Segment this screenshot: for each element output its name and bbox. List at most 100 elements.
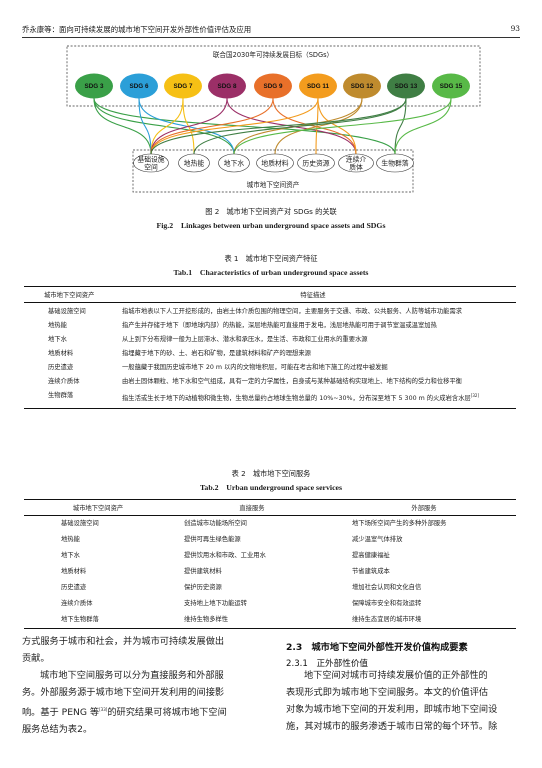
link-curve bbox=[93, 98, 235, 155]
figure-2: 联合国2030年可持续发展目标（SDGs） SDG 3 SDG 6 SDG 7 SDG… bbox=[0, 40, 542, 236]
sdg-node: SDG 11 bbox=[299, 73, 337, 99]
asset-cell: 基础设施空间 bbox=[61, 520, 99, 527]
text-line: 务。外部服务源于城市地下空间开发利用的间接影 bbox=[22, 687, 225, 698]
description-cell: 指生活或生长于地下的动植物和微生物，生物总量约占地球生物总量的 10%~30%，… bbox=[110, 387, 516, 410]
sdg-ellipse bbox=[120, 73, 158, 99]
table-2-caption-en: Tab.2 Urban underground space services bbox=[199, 483, 343, 492]
header-rule bbox=[22, 37, 520, 38]
asset-label: 生物群落 bbox=[381, 158, 408, 167]
asset-nodes: 基础设施空间 地热能 地下水 地质材料 历史资源连续介质体生物群落 bbox=[133, 153, 414, 173]
sdg-linkage-diagram: 联合国2030年可持续发展目标（SDGs） SDG 3 SDG 6 SDG 7 SDG… bbox=[66, 45, 481, 193]
table-2-body: 基础设施空间创造城市功能场所空间地下场所空间产生的多种外部服务地热能提供可再生绿… bbox=[24, 516, 516, 629]
asset-ellipse bbox=[218, 153, 250, 173]
table-header-asset: 城市地下空间资产 bbox=[24, 499, 172, 516]
description-cell: 指城市地表以下人工开挖形成的，由岩土体介质包围的物理空间，主要服务于交通、市政、… bbox=[110, 303, 516, 318]
external-service-cell: 节省建筑成本 bbox=[352, 568, 390, 575]
asset-label: 基础设施 bbox=[137, 154, 164, 163]
asset-label: 历史资源 bbox=[302, 158, 329, 167]
asset-label: 地下水 bbox=[224, 158, 245, 167]
sdg-label: SDG 3 bbox=[85, 83, 104, 90]
table-row: 连续介质体由岩土固体颗粒、地下水和空气组成，具有一定的力学属性，自身或与某种基础… bbox=[24, 373, 516, 387]
text-line: 施，其对城市的服务渗透于城市日常的每个环节。除 bbox=[286, 721, 498, 732]
direct-service-cell: 支持地上地下功能运转 bbox=[184, 600, 247, 607]
left-paragraph-1: 方式服务于城市和社会，并为城市可持续发展做出 贡献。 bbox=[22, 633, 262, 667]
asset-cell: 地下水 bbox=[61, 552, 80, 559]
description-cell: 指埋藏于地下的砂、土、岩石和矿物，是建筑材料和矿产的理想来源 bbox=[110, 345, 516, 359]
figure-2-caption-en: Fig.2 Linkages between urban underground… bbox=[156, 221, 386, 230]
link-curve bbox=[150, 98, 184, 155]
text-span: 城市地下空间服务可以分为直接服务和外部服 bbox=[40, 670, 224, 681]
sdg-node: SDG 7 bbox=[164, 73, 202, 99]
table-row: 地热能 指产生并存储于地下（即地球内部）的热能，深层地热能可直接用于发电，浅层地热… bbox=[24, 317, 516, 331]
text-line: 服务总结为表2。 bbox=[22, 724, 93, 736]
description-text: 指生活或生长于地下的动植物和微生物，生物总量约占地球生物总量的 10%~30%，… bbox=[122, 395, 471, 403]
table-header-description: 特征描述 bbox=[110, 286, 516, 303]
description-cell: 从上到下分布规律一般为上层滞水、潜水和承压水，是生活、市政和工业用水的重要水源 bbox=[110, 331, 516, 345]
table-header-direct: 直接服务 bbox=[172, 499, 332, 516]
asset-ellipse bbox=[376, 153, 414, 173]
asset-node: 地热能 bbox=[178, 153, 210, 173]
asset-node: 地下水 bbox=[218, 153, 250, 173]
text-line: 城市地下空间服务可以分为直接服务和外部服 bbox=[22, 667, 262, 684]
text-line: 响。基于 PENG 等[33]的研究结果可将城市地下空间 bbox=[22, 701, 262, 721]
asset-ellipse bbox=[297, 153, 335, 173]
sdg-node: SDG 15 bbox=[432, 73, 470, 99]
table-2: 城市地下空间资产 直接服务 外部服务 基础设施空间创造城市功能场所空间地下场所空… bbox=[24, 499, 516, 629]
direct-service-cell: 保护历史资源 bbox=[184, 584, 222, 591]
table-row: 地下水从上到下分布规律一般为上层滞水、潜水和承压水，是生活、市政和工业用水的重要… bbox=[24, 331, 516, 345]
link-curve bbox=[274, 98, 363, 155]
asset-frame-title: 城市地下空间资产 bbox=[247, 180, 300, 189]
asset-cell: 历史遗迹 bbox=[61, 584, 87, 591]
sdg-ellipse bbox=[387, 73, 425, 99]
asset-label: 空间 bbox=[144, 162, 158, 171]
sdg-label: SDG 15 bbox=[440, 83, 463, 90]
asset-label: 地质材料 bbox=[261, 158, 288, 167]
external-service-cell: 提高健康福祉 bbox=[352, 552, 390, 559]
asset-label: 质体 bbox=[349, 162, 363, 171]
link-curves bbox=[93, 98, 452, 155]
asset-node: 历史资源 bbox=[297, 153, 335, 173]
table-row: 基础设施空间创造城市功能场所空间地下场所空间产生的多种外部服务 bbox=[24, 516, 516, 533]
running-title: 乔永康等：面向可持续发展的城市地下空间开发外部性价值评估及应用 bbox=[22, 25, 252, 34]
text-line: 对象为城市地下空间的开发利用，即城市地下空间设 bbox=[286, 704, 498, 715]
description-text: 一般蕴藏于我国历史城市地下 20 m 以内的文物堆积层，可能在考古和地下施工的过… bbox=[122, 364, 388, 371]
table-row: 连续介质体支持地上地下功能运转保障城市安全和有效运转 bbox=[24, 596, 516, 612]
asset-node: 生物群落 bbox=[376, 153, 414, 173]
external-service-cell: 保障城市安全和有效运转 bbox=[352, 600, 422, 607]
direct-service-cell: 维持生物多样性 bbox=[172, 612, 332, 629]
link-curve bbox=[394, 98, 452, 155]
table-row: 地下生物群落维持生物多样性维持生态宜居的城市环境 bbox=[24, 612, 516, 629]
table-row: 历史遗迹 一般蕴藏于我国历史城市地下 20 m 以内的文物堆积层，可能在考古和地下… bbox=[24, 359, 516, 373]
description-text: 由岩土固体颗粒、地下水和空气组成，具有一定的力学属性，自身或与某种基础结构实现地… bbox=[122, 378, 463, 385]
description-text: 指产生并存储于地下（即地球内部）的热能，深层地热能可直接用于发电，浅层地热能可用… bbox=[122, 322, 437, 329]
text-line: 表现形式即为城市地下空间服务。本文的价值评估 bbox=[286, 687, 489, 698]
asset-cell: 历史遗迹 bbox=[48, 364, 74, 371]
link-curve bbox=[394, 98, 407, 155]
table-header-row: 城市地下空间资产 特征描述 bbox=[24, 286, 516, 303]
sdg-node: SDG 12 bbox=[343, 73, 381, 99]
link-curve bbox=[138, 98, 152, 155]
asset-node: 连续介质体 bbox=[338, 153, 374, 173]
external-service-cell: 维持生态宜居的城市环境 bbox=[332, 612, 516, 629]
citation-ref: [32] bbox=[470, 393, 480, 398]
asset-cell: 基础设施空间 bbox=[48, 308, 86, 315]
sdg-label: SDG 6 bbox=[130, 83, 149, 90]
link-curve bbox=[93, 98, 152, 155]
right-paragraph-1: 地下空间对城市可持续发展价值的正外部性的 表现形式即为城市地下空间服务。本文的价… bbox=[286, 667, 522, 735]
asset-ellipse bbox=[178, 153, 210, 173]
sdg-label: SDG 13 bbox=[395, 83, 418, 90]
sdg-node: SDG 9 bbox=[254, 73, 292, 99]
table-header-external: 外部服务 bbox=[332, 499, 516, 516]
asset-cell: 地质材料 bbox=[61, 568, 87, 575]
direct-service-cell: 创造城市功能场所空间 bbox=[184, 520, 247, 527]
table-row: 基础设施空间 指城市地表以下人工开挖形成的，由岩土体介质包围的物理空间，主要服务于… bbox=[24, 303, 516, 318]
asset-label: 地热能 bbox=[184, 158, 205, 167]
table-header-row: 城市地下空间资产 直接服务 外部服务 bbox=[24, 499, 516, 516]
link-curve bbox=[272, 98, 357, 155]
asset-cell: 地热能 bbox=[48, 322, 67, 329]
asset-cell: 地质材料 bbox=[48, 350, 74, 357]
asset-node: 基础设施空间 bbox=[133, 153, 169, 173]
sdg-frame-title: 联合国2030年可持续发展目标（SDGs） bbox=[213, 50, 333, 59]
asset-ellipse bbox=[338, 153, 374, 173]
